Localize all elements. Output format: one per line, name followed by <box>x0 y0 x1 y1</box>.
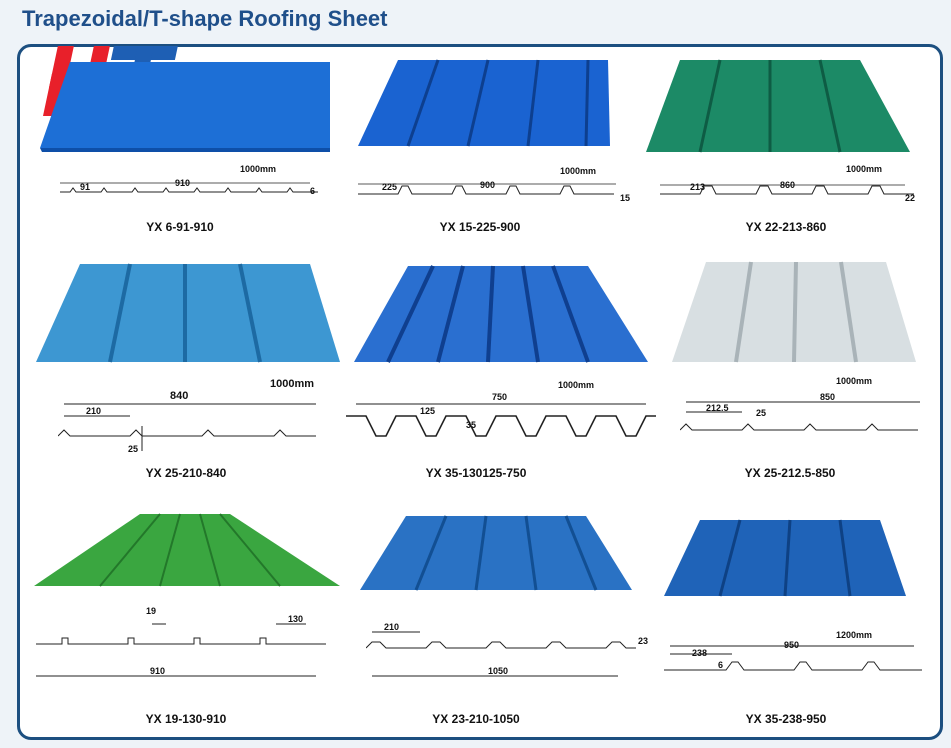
dim-label: 910 <box>150 666 166 676</box>
profile-drawing <box>58 403 316 451</box>
dim-label: 19 <box>146 606 157 616</box>
roof-sheet-image <box>672 261 916 363</box>
product-cell[interactable] <box>660 518 951 748</box>
dim-label: 130 <box>288 614 304 624</box>
model-label: YX 23-210-1050 <box>432 712 520 726</box>
product-cell[interactable] <box>30 56 330 286</box>
dim-label: 1050 <box>488 666 509 676</box>
dim-label: 850 <box>820 392 836 402</box>
dim-label: 750 <box>492 392 508 402</box>
product-cell[interactable] <box>30 512 340 742</box>
product-cell[interactable] <box>348 262 648 492</box>
model-label: YX 22-213-860 <box>745 220 827 234</box>
profile-drawing <box>36 623 326 677</box>
product-frame <box>17 44 943 740</box>
dim-label: 213 <box>690 182 706 192</box>
page-title: Trapezoidal/T-shape Roofing Sheet <box>22 6 388 31</box>
profile-drawing <box>660 184 914 195</box>
dim-label: 25 <box>128 444 139 454</box>
profile-drawing <box>358 183 616 195</box>
dim-label: 238 <box>692 648 708 658</box>
profile-drawing <box>680 401 920 431</box>
roof-sheet-image <box>354 265 648 363</box>
model-label: YX 25-210-840 <box>145 466 227 480</box>
product-cell[interactable] <box>356 514 656 744</box>
roof-sheet-image <box>664 519 906 597</box>
roof-sheet-image <box>646 59 910 153</box>
dim-label: 210 <box>384 622 400 632</box>
dim-label: 860 <box>780 180 796 190</box>
dim-label: 1000mm <box>270 378 315 390</box>
dim-label: 1000mm <box>846 164 883 174</box>
product-cell[interactable] <box>640 56 940 286</box>
dim-label: 1000mm <box>240 164 277 174</box>
dim-label: 91 <box>80 182 91 192</box>
dim-label: 6 <box>310 186 316 196</box>
product-cell[interactable] <box>666 258 951 488</box>
model-label: YX 25-212.5-850 <box>744 466 836 480</box>
profile-drawing <box>346 403 656 437</box>
dim-label: 25 <box>756 408 767 418</box>
roof-sheet-image <box>360 515 632 591</box>
profile-drawing <box>664 645 922 671</box>
profile-drawing <box>60 182 318 193</box>
dim-label: 900 <box>480 180 496 190</box>
dim-label: 22 <box>905 193 916 203</box>
dim-label: 840 <box>170 390 189 402</box>
roof-sheet-image <box>358 59 610 147</box>
dim-label: 23 <box>638 636 649 646</box>
model-label: YX 35-130125-750 <box>425 466 527 480</box>
dim-label: 212.5 <box>706 403 729 413</box>
dim-label: 1000mm <box>558 380 595 390</box>
roof-sheet-image <box>40 62 330 152</box>
model-label: YX 6-91-910 <box>146 220 214 234</box>
model-label: YX 15-225-900 <box>439 220 521 234</box>
model-label: YX 35-238-950 <box>745 712 827 726</box>
dim-label: 125 <box>420 406 436 416</box>
dim-label: 1000mm <box>836 376 873 386</box>
roof-sheet-image <box>34 513 340 587</box>
dim-label: 910 <box>175 178 191 188</box>
model-label: YX 19-130-910 <box>145 712 227 726</box>
dim-label: 1200mm <box>836 630 873 640</box>
dim-label: 6 <box>718 660 724 670</box>
roof-sheet-image <box>36 263 340 363</box>
dim-label: 225 <box>382 182 398 192</box>
dim-label: 1000mm <box>560 166 597 176</box>
dim-label: 35 <box>466 420 477 430</box>
profile-drawing <box>366 631 636 677</box>
dim-label: 15 <box>620 193 631 203</box>
dim-label: 950 <box>784 640 800 650</box>
product-cell[interactable] <box>30 258 340 488</box>
dim-label: 210 <box>86 406 102 416</box>
product-cell[interactable] <box>348 56 648 286</box>
